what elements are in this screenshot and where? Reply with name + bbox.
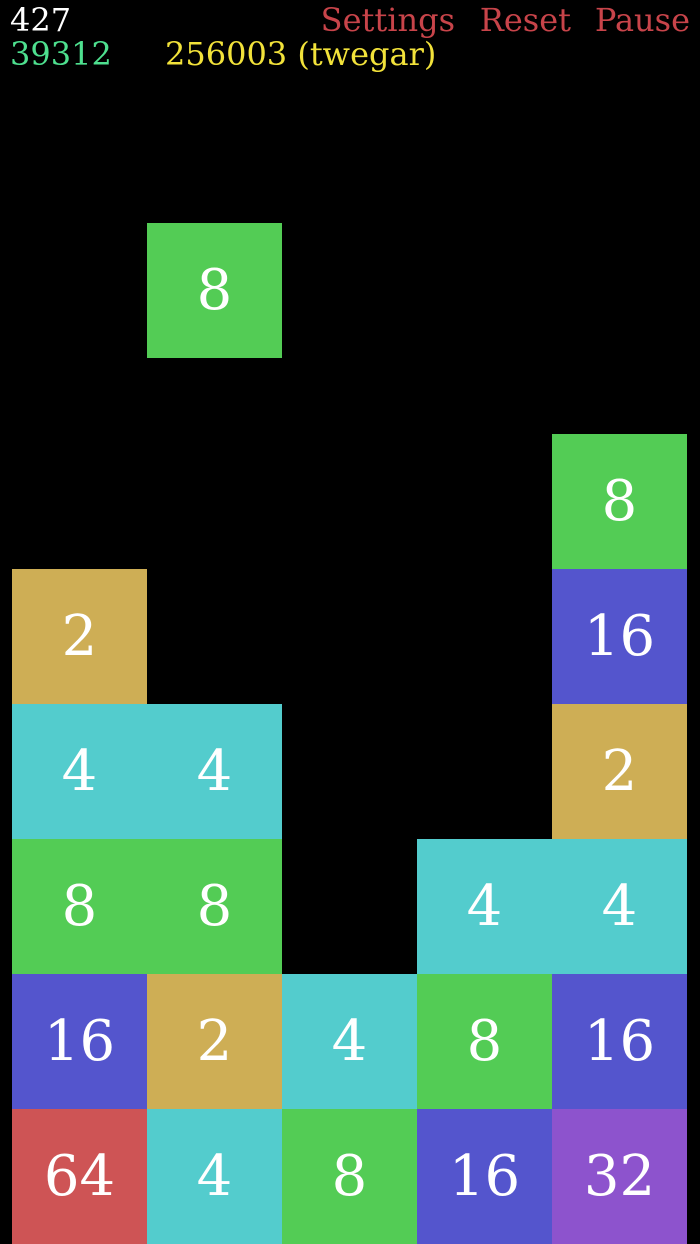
tile: 4 [147, 1109, 282, 1244]
tile: 2 [12, 569, 147, 704]
tile: 4 [147, 704, 282, 839]
tile: 8 [282, 1109, 417, 1244]
reset-button[interactable]: Reset [479, 1, 571, 39]
tile: 4 [12, 704, 147, 839]
tile: 16 [552, 569, 687, 704]
tile: 8 [552, 434, 687, 569]
tile: 16 [552, 974, 687, 1109]
settings-button[interactable]: Settings [320, 1, 455, 39]
score: 427 [10, 1, 72, 39]
tile: 2 [552, 704, 687, 839]
best-score: 39312 [10, 35, 112, 73]
record-score: 256003 (twegar) [165, 35, 437, 73]
tile: 8 [417, 974, 552, 1109]
tile: 16 [12, 974, 147, 1109]
pause-button[interactable]: Pause [594, 1, 690, 39]
falling-tile: 8 [147, 223, 282, 359]
tile: 16 [417, 1109, 552, 1244]
tile: 64 [12, 1109, 147, 1244]
tile: 32 [552, 1109, 687, 1244]
tile: 4 [282, 974, 417, 1109]
tile: 8 [147, 839, 282, 974]
tile: 4 [417, 839, 552, 974]
tile: 4 [552, 839, 687, 974]
tile: 2 [147, 974, 282, 1109]
tile: 8 [12, 839, 147, 974]
